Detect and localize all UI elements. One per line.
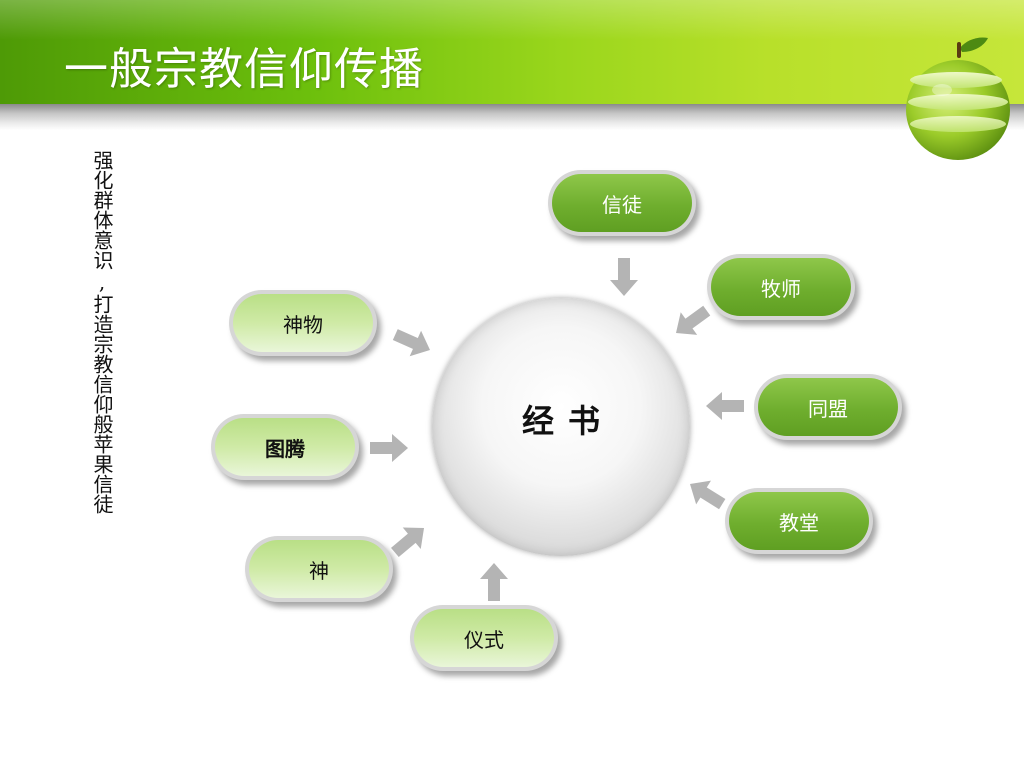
- slide-title: 一般宗教信仰传播: [64, 44, 424, 95]
- node-label: 神: [249, 540, 389, 598]
- arrow-icon: [370, 434, 408, 462]
- arrow-icon: [676, 305, 711, 335]
- header-bar: [0, 0, 1024, 104]
- node-jiaotang: 教堂: [725, 488, 873, 554]
- arrow-icon: [690, 480, 726, 510]
- arrow-icon: [480, 563, 508, 601]
- arrow-icon: [391, 527, 424, 558]
- side-vertical-text: 强化群体意识,打造宗教信仰般苹果信徒: [90, 150, 114, 514]
- arrow-icon: [392, 329, 430, 357]
- node-label: 牧师: [711, 258, 851, 316]
- arrow-icon: [610, 258, 638, 296]
- center-circle: 经书: [432, 298, 690, 556]
- node-shen: 神: [245, 536, 393, 602]
- node-label: 教堂: [729, 492, 869, 550]
- node-label: 信徒: [552, 174, 692, 232]
- node-yishi: 仪式: [410, 605, 558, 671]
- node-label: 神物: [233, 294, 373, 352]
- node-mushi: 牧师: [707, 254, 855, 320]
- node-label: 图腾: [215, 418, 355, 476]
- node-label: 同盟: [758, 378, 898, 436]
- header-shadow: [0, 104, 1024, 130]
- node-shenwu: 神物: [229, 290, 377, 356]
- header-shine: [0, 0, 1024, 40]
- node-xintu: 信徒: [548, 170, 696, 236]
- green-apple-icon: [906, 37, 1010, 160]
- node-tuteng: 图腾: [211, 414, 359, 480]
- center-label: 经书: [521, 402, 614, 440]
- arrow-icon: [706, 392, 744, 420]
- node-tongmeng: 同盟: [754, 374, 902, 440]
- node-label: 仪式: [414, 609, 554, 667]
